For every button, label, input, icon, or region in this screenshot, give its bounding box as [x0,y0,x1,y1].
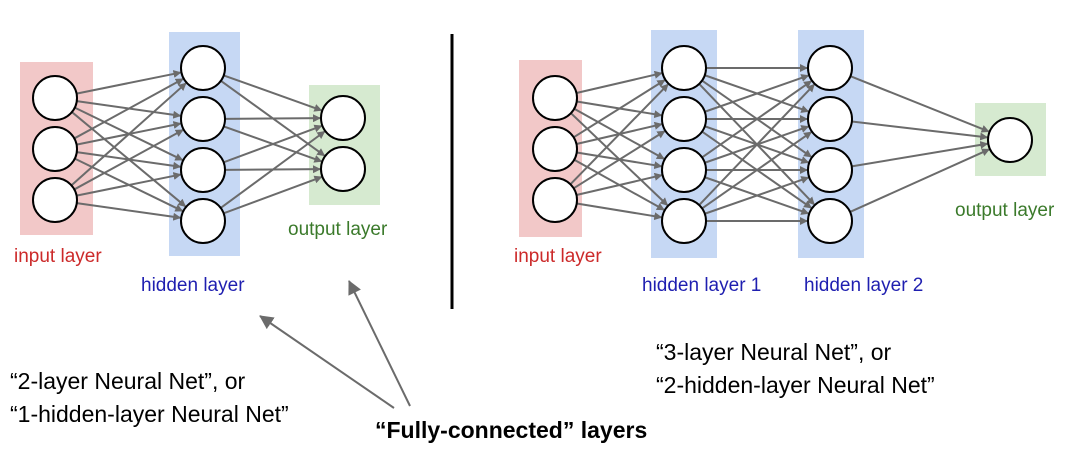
output-neuron [320,95,366,141]
hidden-neuron [661,45,707,91]
connection-edge [576,70,663,94]
input-neuron [32,177,78,223]
connection-edge [73,129,184,191]
connection-edge [849,148,990,213]
caption-right-line-1: “3-layer Neural Net”, or [656,339,892,365]
hidden-layer-label: hidden layer 2 [804,275,923,296]
input-layer-label: input layer [514,246,602,267]
hidden-neuron [661,147,707,193]
connection-edge [223,74,323,112]
connection-edge [573,79,666,139]
caption-right-line-2: “2-hidden-layer Neural Net” [656,372,935,398]
connection-edge [224,114,322,123]
connection-edge [701,131,812,210]
input-layer-label: input layer [14,246,102,267]
hidden-neuron [180,45,226,91]
input-neuron [532,126,578,172]
connection-edge [73,78,184,140]
hidden-neuron [180,198,226,244]
annotation-arrow-hidden [259,315,395,409]
connection-edge [698,83,815,206]
input-neuron [32,75,78,121]
connection-edge [576,202,663,221]
two-layer-network: input layer hidden layer output layer [14,32,388,296]
output-layer-label: output layer [955,200,1055,221]
hidden-neuron [661,198,707,244]
connection-edge [223,124,323,164]
connection-edge [576,172,663,196]
annotation-arrow-output [348,280,411,407]
connection-edge [76,202,182,221]
input-neuron [32,126,78,172]
hidden-neuron [807,45,853,91]
caption-left-line-1: “2-layer Neural Net”, or [10,368,246,394]
connection-edge [704,74,810,113]
hidden-layer-label: hidden layer 1 [642,275,761,296]
output-layer-label: output layer [288,219,388,240]
connection-edge [76,70,182,95]
hidden-layer-label: hidden layer [141,275,245,296]
connection-edge [851,120,989,141]
connection-edge [220,130,326,209]
caption-left-line-2: “1-hidden-layer Neural Net” [10,401,289,427]
hidden-neuron [661,96,707,142]
input-neuron [532,177,578,223]
output-neuron [987,117,1033,163]
three-layer-network: input layer hidden layer 1 hidden layer 2 o… [514,30,1055,296]
hidden-neuron [180,96,226,142]
connection-edge [223,175,323,215]
connection-edge [573,130,666,190]
input-neuron [532,75,578,121]
connection-edge [851,140,989,168]
hidden-neuron [180,147,226,193]
hidden-neuron [807,96,853,142]
hidden-neuron [807,198,853,244]
connection-edge [569,83,669,185]
hidden-neuron [807,147,853,193]
connection-edge [704,176,810,215]
output-neuron [320,146,366,192]
fully-connected-label: “Fully-connected” layers [375,417,647,443]
connection-edge [76,172,182,197]
connection-edge [850,75,990,133]
connection-edge [70,82,187,187]
connection-edge [701,80,812,159]
